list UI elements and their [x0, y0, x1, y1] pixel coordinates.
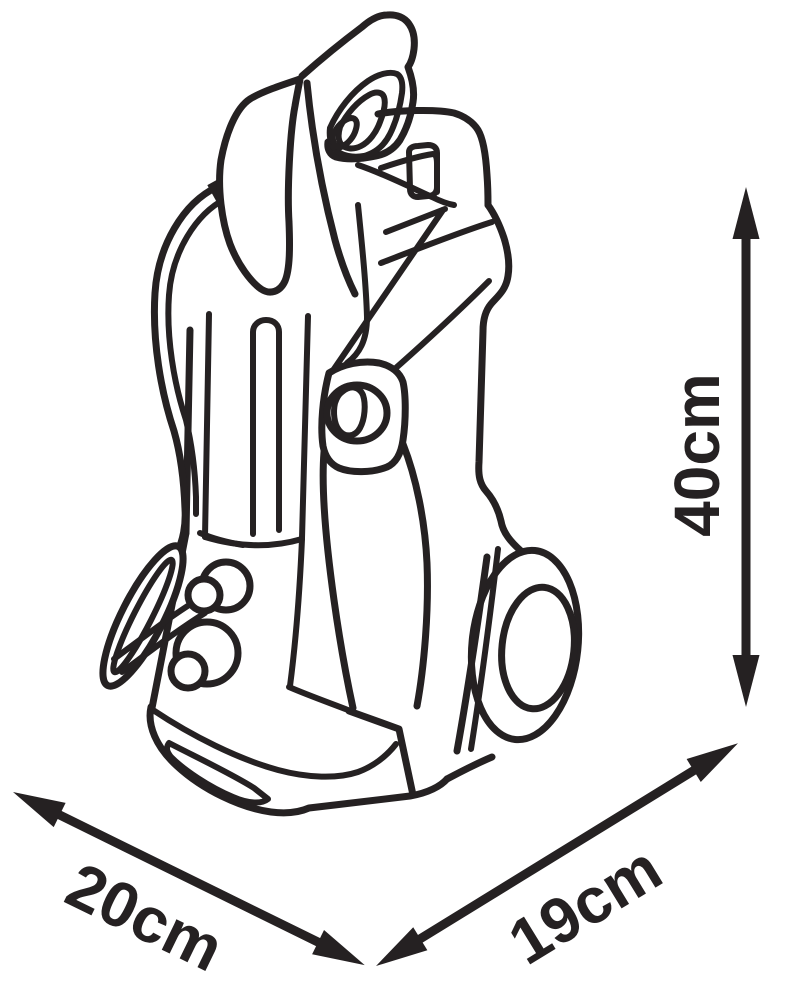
body-top-edge-path — [355, 162, 457, 208]
body-top-panel-path — [378, 151, 440, 195]
rear-strip-line-2-path — [299, 313, 311, 541]
handle-tube-outer-path — [150, 183, 221, 556]
spray-lance-path — [216, 75, 304, 296]
lower-fitting-front — [167, 650, 209, 692]
height-arrowhead-down — [732, 655, 760, 707]
height-dimension-label: 40cm — [661, 373, 733, 537]
base-corner-path — [345, 707, 417, 799]
width-dimension-label: 20cm — [56, 849, 235, 985]
wheel-hub-outline — [498, 583, 578, 713]
base-under-wheel-path — [443, 753, 496, 783]
body-seam-path — [344, 202, 370, 366]
depth-arrow-shaft — [411, 763, 703, 947]
depth-dimension-label: 19cm — [496, 832, 673, 979]
side-accent-line-2 — [378, 219, 495, 266]
depth-arrowhead-right — [686, 743, 738, 783]
vent-slot-path — [163, 740, 271, 806]
reel-knob-outline — [323, 381, 391, 445]
wheel-fender-line-2 — [468, 546, 501, 752]
side-accent-line-3 — [331, 207, 446, 372]
wheel-fender-line-1 — [453, 553, 491, 755]
accessory-holder-path — [250, 317, 282, 537]
handle-tube-inner-path — [165, 196, 228, 517]
width-dimension: 20cm — [13, 792, 365, 985]
upper-fitting-front — [184, 575, 224, 615]
side-accent-line-1 — [383, 206, 448, 235]
width-arrowhead-left — [13, 792, 66, 828]
rear-strip-line-path — [202, 311, 212, 540]
top-carry-handle-path — [374, 106, 492, 209]
pressure-washer-drawing — [99, 11, 583, 817]
gun-grip-edge-path — [303, 79, 359, 298]
knob-keyhole-path — [331, 384, 368, 439]
width-arrowhead-right — [312, 929, 365, 966]
height-arrowhead-up — [732, 187, 760, 239]
depth-arrowhead-left — [376, 927, 428, 966]
height-dimension: 40cm — [661, 187, 760, 707]
base-diagonal-path — [286, 684, 351, 713]
base-skirt-path — [150, 707, 399, 780]
hose-loop-inner — [110, 556, 176, 676]
strip-shelf-path — [202, 534, 305, 549]
front-center-ridge-path — [319, 448, 357, 712]
trigger-path — [329, 115, 360, 151]
hose-line-2 — [119, 610, 208, 675]
front-left-ridge-path — [287, 536, 305, 689]
body-right-edge-path — [475, 201, 525, 555]
width-arrow-shaft — [51, 807, 327, 950]
trigger-guard-outer-path — [326, 69, 406, 160]
depth-dimension: 19cm — [376, 743, 738, 979]
right-face-curve-path — [399, 440, 431, 710]
